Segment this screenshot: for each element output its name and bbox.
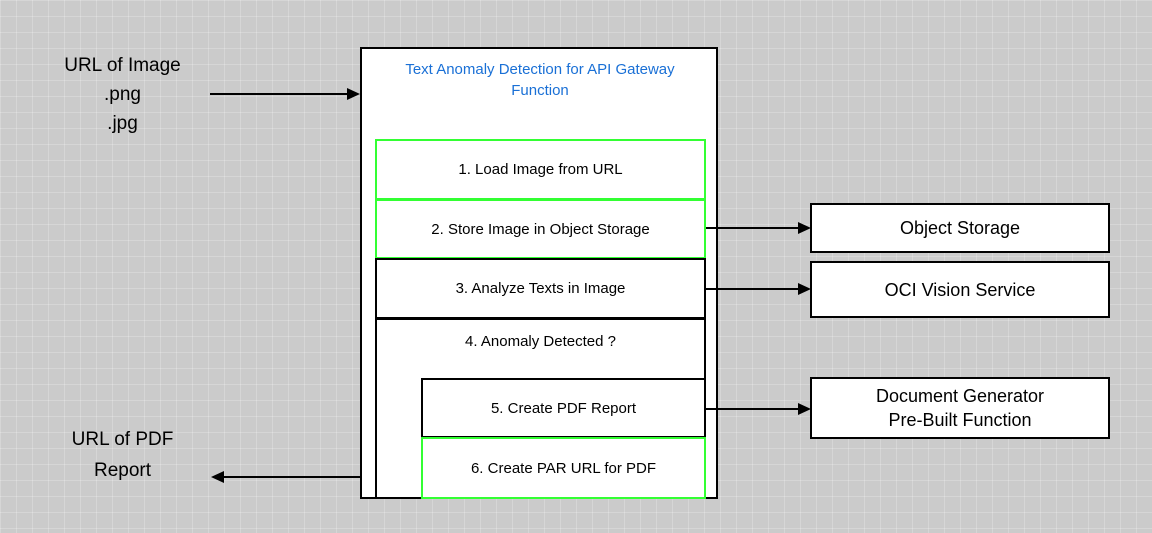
output-url-label: URL of PDF Report [71,429,174,481]
step-label: 2. Store Image in Object Storage [431,220,650,238]
step-store-image: 2. Store Image in Object Storage [375,199,706,259]
arrow-line [706,288,799,290]
arrow-head-icon [798,283,811,295]
arrow-line [706,408,799,410]
step-load-image: 1. Load Image from URL [375,139,706,200]
service-oci-vision: OCI Vision Service [810,261,1110,318]
arrow-head-icon [798,222,811,234]
service-label: Document Generator Pre-Built Function [875,386,1045,430]
step-label: 4. Anomaly Detected ? [465,333,616,350]
step-create-par-url: 6. Create PAR URL for PDF [421,437,706,499]
step-analyze-texts: 3. Analyze Texts in Image [375,258,706,319]
service-document-generator: Document Generator Pre-Built Function [810,377,1110,439]
step-label: 1. Load Image from URL [458,161,623,178]
output-arrow-line [223,476,361,478]
arrow-line [706,227,799,229]
input-url-label: URL of Image .png .jpg [64,55,181,134]
step-create-pdf: 5. Create PDF Report [421,378,706,438]
step-label: 5. Create PDF Report [490,399,637,417]
service-label: Object Storage [899,218,1021,238]
step-label: 3. Analyze Texts in Image [455,280,626,297]
service-label: OCI Vision Service [884,279,1036,300]
input-arrow-line [210,93,348,95]
service-object-storage: Object Storage [810,203,1110,253]
output-arrow-head-icon [211,471,224,483]
input-arrow-head-icon [347,88,360,100]
function-title: Text Anomaly Detection for API Gateway F… [405,61,675,99]
step-label: 6. Create PAR URL for PDF [470,459,657,477]
arrow-head-icon [798,403,811,415]
